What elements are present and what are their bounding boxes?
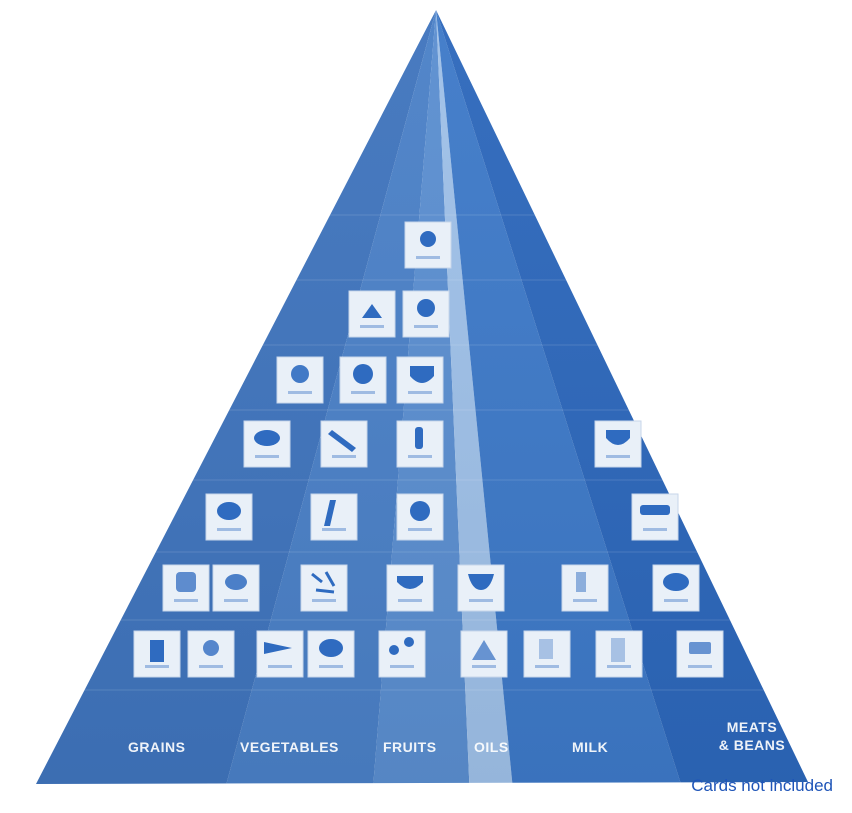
food-card — [523, 630, 571, 678]
food-card — [243, 420, 291, 468]
food-card — [652, 564, 700, 612]
food-card-icon — [576, 572, 586, 592]
food-card — [396, 356, 444, 404]
food-card — [396, 420, 444, 468]
food-card — [348, 290, 396, 338]
food-card-icon — [217, 502, 241, 520]
food-card — [162, 564, 210, 612]
food-card — [310, 493, 358, 541]
food-card — [307, 630, 355, 678]
food-card-icon — [468, 574, 494, 590]
category-labels: GRAINS VEGETABLES FRUITS OILS MILK MEATS… — [128, 719, 785, 755]
food-card — [594, 420, 642, 468]
food-card-icon — [640, 505, 670, 515]
food-card — [276, 356, 324, 404]
food-card — [460, 630, 508, 678]
food-card — [676, 630, 724, 678]
category-label-vegetables: VEGETABLES — [240, 739, 339, 755]
category-label-milk: MILK — [572, 739, 608, 755]
food-card-icon — [689, 642, 711, 654]
category-label-fruits: FRUITS — [383, 739, 437, 755]
food-card-icon — [606, 430, 630, 445]
food-card-icon — [176, 572, 196, 592]
food-card — [212, 564, 260, 612]
food-card-icon — [472, 640, 496, 660]
food-card — [378, 630, 426, 678]
food-card-icon — [389, 645, 399, 655]
food-card — [320, 420, 368, 468]
food-card-icon — [353, 364, 373, 384]
food-card-icon — [415, 427, 423, 449]
food-card — [595, 630, 643, 678]
cards-not-included-caption: Cards not included — [691, 776, 833, 795]
food-card — [386, 564, 434, 612]
food-card-icon — [150, 640, 164, 662]
food-card — [561, 564, 609, 612]
category-label-oils: OILS — [474, 739, 509, 755]
food-card-icon — [539, 639, 553, 659]
food-card — [402, 290, 450, 338]
food-card — [339, 356, 387, 404]
food-card — [457, 564, 505, 612]
food-card — [396, 493, 444, 541]
food-card-icon — [410, 366, 434, 383]
food-card-icon — [254, 430, 280, 446]
food-card — [631, 493, 679, 541]
food-cards — [133, 221, 724, 678]
food-card-icon — [410, 501, 430, 521]
food-card-icon — [362, 304, 382, 318]
food-card-icon — [611, 638, 625, 662]
food-card-icon — [291, 365, 309, 383]
food-card-icon — [264, 642, 292, 654]
food-card-icon — [324, 500, 336, 526]
food-card-icon — [417, 299, 435, 317]
category-label-grains: GRAINS — [128, 739, 185, 755]
food-card — [404, 221, 452, 269]
food-card-icon — [225, 574, 247, 590]
food-card-icon — [663, 573, 689, 591]
food-card-icon — [420, 231, 436, 247]
food-card-icon — [311, 571, 336, 594]
food-card — [205, 493, 253, 541]
food-card — [300, 564, 348, 612]
category-label-meats-beans: MEATS& BEANS — [719, 719, 786, 753]
food-card — [133, 630, 181, 678]
food-card — [256, 630, 304, 678]
food-card-icon — [203, 640, 219, 656]
food-card — [187, 630, 235, 678]
food-card-icon — [319, 639, 343, 657]
food-card-icon — [397, 576, 423, 589]
food-card-icon — [328, 430, 356, 452]
